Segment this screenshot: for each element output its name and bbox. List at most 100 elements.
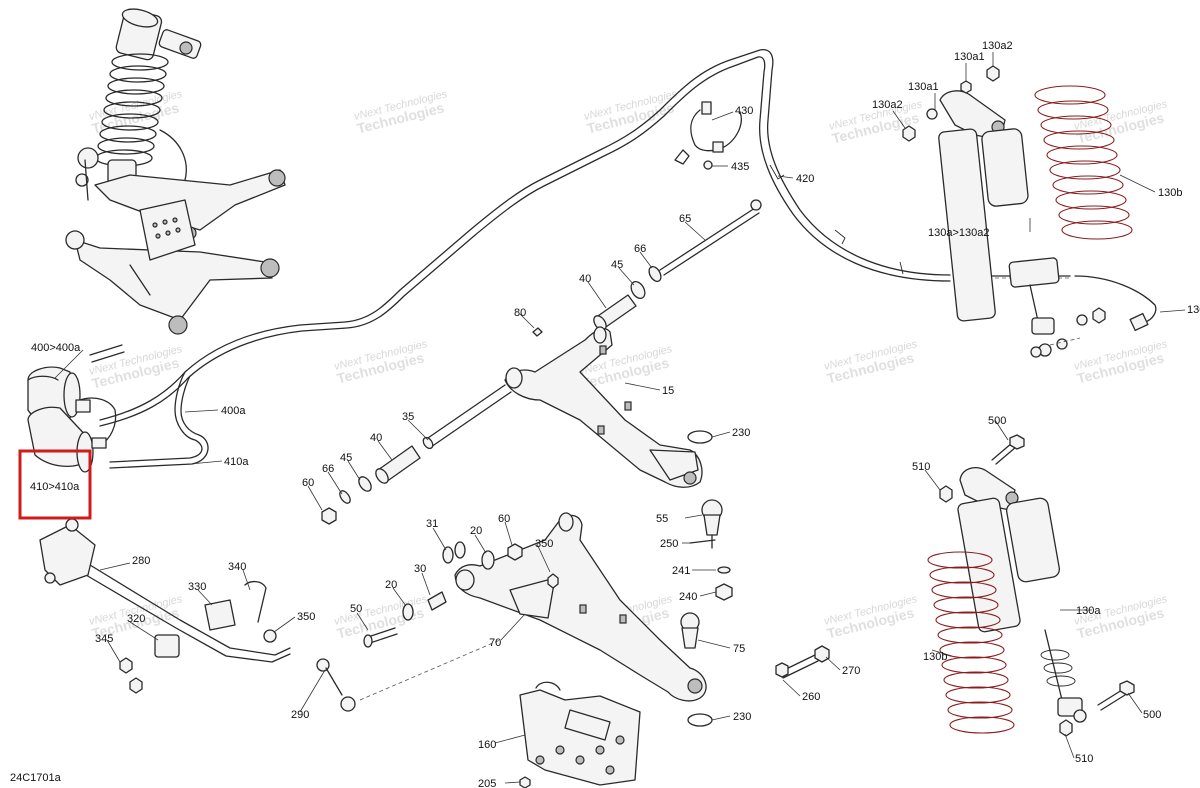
cotter-pin-250 [689, 539, 716, 544]
washer-66-mid [339, 490, 351, 504]
bushing-45 [630, 280, 646, 300]
callout-500-low: 500 [1143, 709, 1161, 721]
bushings-lower [363, 541, 559, 648]
sleeve-40-mid [375, 445, 421, 484]
callout-55: 55 [656, 513, 668, 525]
callout-435: 435 [731, 161, 749, 173]
callout-60-mid: 60 [498, 513, 510, 525]
callout-20: 20 [470, 525, 482, 537]
callout-45: 45 [611, 259, 623, 271]
nut-510-low [1059, 719, 1073, 737]
callout-410-410a: 410>410a [30, 481, 80, 493]
pivot-bolt-65 [659, 199, 762, 276]
callout-280: 280 [132, 555, 150, 567]
callout-230: 230 [732, 427, 750, 439]
ball-joint-75 [680, 612, 700, 649]
bolt-500-top [991, 434, 1025, 465]
grease-fitting-80 [532, 327, 543, 337]
stabilizer-link-290 [316, 639, 501, 712]
callout-430: 430 [735, 105, 753, 117]
nut-240 [715, 583, 733, 601]
callout-15: 15 [662, 385, 674, 397]
callout-30: 30 [414, 563, 426, 575]
nut-345 [119, 657, 133, 674]
coil-spring-130b-top [1034, 85, 1133, 240]
callout-75: 75 [733, 643, 745, 655]
callout-45-mid: 45 [340, 452, 352, 464]
callout-250: 250 [660, 538, 678, 550]
callout-130a: 130a [1076, 605, 1101, 617]
callout-230-bottom: 230 [733, 711, 751, 723]
nut-60-left [321, 507, 337, 525]
callout-160: 160 [478, 739, 496, 751]
callout-400a: 400a [221, 405, 246, 417]
upper-a-arm-15 [504, 326, 703, 488]
brake-hose-430 [674, 101, 742, 170]
callout-130a2: 130a2 [872, 99, 903, 111]
sleeve-40 [593, 294, 637, 331]
spring-130b-lower [927, 551, 1015, 734]
callout-510: 510 [912, 461, 930, 473]
callout-410a: 410a [224, 456, 249, 468]
washer-241 [717, 566, 731, 574]
circlip-230-bottom [687, 713, 713, 727]
callout-130b: 130b [923, 651, 947, 663]
brake-line-left-branch [79, 371, 209, 469]
bushing-45-mid [358, 476, 372, 492]
callout-65: 65 [679, 213, 691, 225]
lower-a-arm-70 [454, 512, 707, 702]
stabilizer-bar-280 [39, 518, 291, 663]
callout-270: 270 [842, 665, 860, 677]
nut-510-top [939, 485, 953, 503]
callout-350-left: 350 [297, 611, 315, 623]
callout-20-low: 20 [385, 579, 397, 591]
callout-130a1: 130a1 [908, 81, 939, 93]
pivot-bolt-35 [422, 384, 512, 450]
diagram-code: 24C1701a [10, 772, 62, 784]
bushing-350-left [263, 629, 277, 643]
nut-270 [814, 645, 830, 663]
screw-205 [519, 776, 531, 788]
callout-130b: 130b [1158, 187, 1182, 199]
brake-caliper-400 [27, 366, 91, 423]
callout-420: 420 [796, 173, 814, 185]
circlip-230 [687, 430, 713, 444]
assembled-suspension-view [65, 8, 286, 335]
nut-345b [129, 677, 143, 694]
callout-66-mid: 66 [322, 463, 334, 475]
shock-absorber-130a-lower [957, 467, 1087, 723]
shock-absorber-130a [938, 90, 1081, 358]
highlight-box [18, 449, 92, 520]
callout-500: 500 [988, 415, 1006, 427]
callout-130a-130a2: 130a>130a2 [928, 227, 989, 239]
callout-80: 80 [514, 307, 526, 319]
callout-340: 340 [228, 561, 246, 573]
callout-31: 31 [426, 518, 438, 530]
callout-130: 130 [1187, 304, 1200, 316]
callout-35: 35 [402, 411, 414, 423]
callout-40: 40 [579, 273, 591, 285]
bolt-260 [775, 654, 819, 679]
callout-400-400a: 400>400a [31, 342, 81, 354]
callout-130a2: 130a2 [982, 40, 1013, 52]
callout-40-mid: 40 [370, 432, 382, 444]
callout-70: 70 [489, 637, 501, 649]
callout-205: 205 [478, 778, 496, 788]
washer-66 [648, 265, 662, 283]
callout-345: 345 [95, 633, 113, 645]
ball-joint-55 [701, 499, 723, 549]
callout-66: 66 [634, 243, 646, 255]
callout-240: 240 [679, 591, 697, 603]
callout-260: 260 [802, 691, 820, 703]
callout-510-low: 510 [1075, 753, 1093, 765]
callout-labels: 130a2 130a1 130a1 130a2 130b 130a>130a2 … [30, 40, 1200, 788]
callout-330: 330 [188, 581, 206, 593]
skid-plate-160 [519, 681, 641, 786]
callout-320: 320 [127, 613, 145, 625]
callout-350: 350 [535, 538, 553, 550]
bolt-500-low [1097, 680, 1135, 711]
callout-60: 60 [302, 477, 314, 489]
callout-241: 241 [672, 565, 690, 577]
leader-lines [54, 52, 1186, 784]
